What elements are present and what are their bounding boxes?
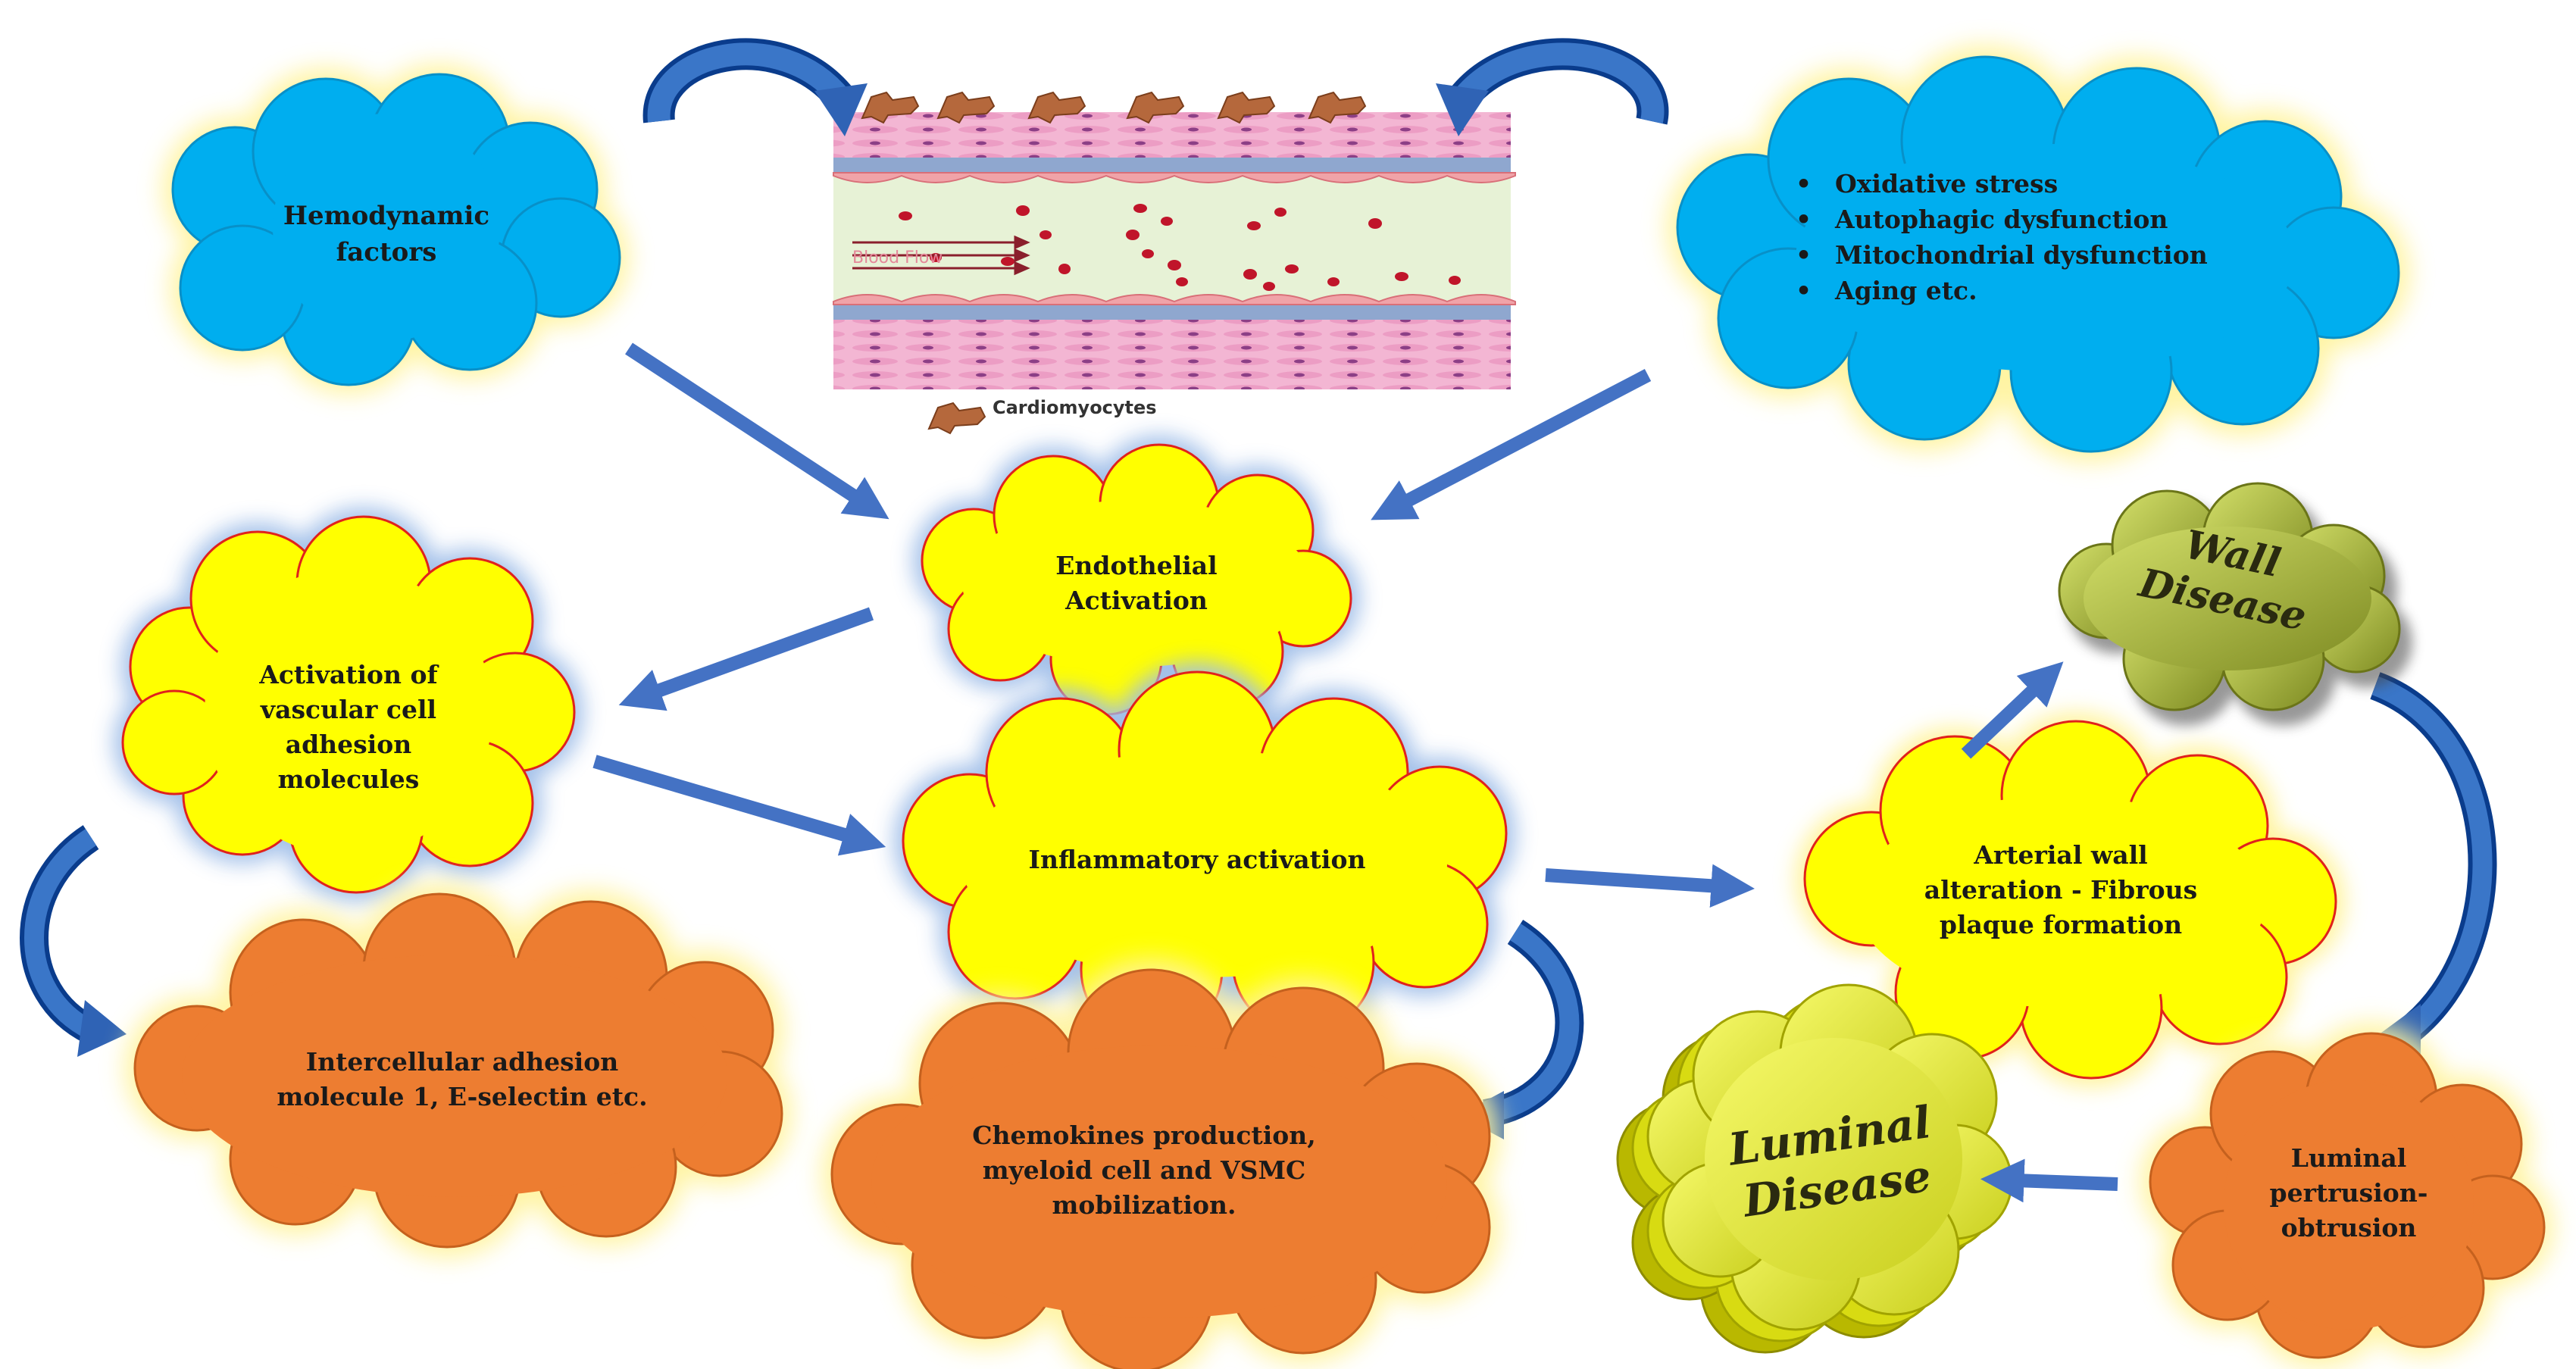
arrow-protrusion-to-luminal-disease — [1980, 1158, 2118, 1203]
hemodynamic-line-1: Hemodynamic — [283, 201, 490, 232]
cloud-inflammatory — [894, 663, 1515, 1049]
vcam-line-2: vascular cell — [260, 694, 437, 724]
cloud-vcam — [114, 508, 583, 902]
curved-arrows-top — [642, 38, 1669, 136]
cloud-arterial-wall — [1796, 712, 2345, 1087]
cloud-wall-disease — [2058, 482, 2412, 726]
vcam-line-1: Activation of — [259, 659, 438, 689]
node-hemodynamic: Hemodynamic factors — [250, 193, 523, 277]
blood-flow-label: Blood Flow — [852, 248, 943, 267]
hemodynamic-line-2: factors — [336, 237, 437, 267]
node-endothelial: Endothelial Activation — [970, 542, 1303, 625]
cardiomyocytes-row — [861, 91, 1367, 435]
red-blood-cells — [899, 204, 1461, 291]
cloud-chemokines — [822, 958, 1500, 1369]
flow-arrows — [592, 342, 2118, 1203]
vcam-line-3: adhesion — [285, 730, 412, 759]
endothelial-line-2: Activation — [1065, 586, 1208, 615]
protrusion-line-2: pertrusion- — [2269, 1177, 2428, 1208]
arrow-stressors-to-endothelial — [1371, 369, 1652, 520]
curved-arrows-side — [20, 672, 2497, 1139]
arrow-hemodynamic-to-endothelial — [625, 342, 889, 520]
node-inflammatory: Inflammatory activation — [970, 833, 1424, 886]
node-icam: Intercellular adhesion molecule 1, E-sel… — [220, 1038, 705, 1121]
arrow-inflammatory-to-arterial-wall — [1545, 864, 1755, 908]
arrow-vcam-to-inflammatory — [592, 755, 886, 856]
protrusion-line-3: obtrusion — [2281, 1213, 2417, 1243]
stressor-item: Aging etc. — [1796, 273, 2265, 309]
chemokines-line-1: Chemokines production, — [972, 1120, 1316, 1150]
vcam-line-4: molecules — [277, 764, 420, 795]
cloud-hemodynamic — [163, 64, 629, 394]
blood-flow-arrows — [852, 235, 1030, 276]
stressor-item: Mitochondrial dysfunction — [1796, 238, 2265, 273]
node-vcam: Activation of vascular cell adhesion mol… — [205, 652, 492, 803]
cloud-luminal-protrusion — [2140, 1023, 2553, 1367]
inflammatory-line-1: Inflammatory activation — [1028, 844, 1366, 874]
arterial-line-2: alteration - Fibrous — [1924, 874, 2198, 905]
node-chemokines: Chemokines production, myeloid cell and … — [917, 1114, 1371, 1227]
protrusion-line-1: Luminal — [2290, 1142, 2407, 1173]
icam-line-2: molecule 1, E-selectin etc. — [277, 1082, 648, 1111]
cardiomyocytes-label: Cardiomyocytes — [993, 397, 1157, 418]
blood-vessel-illustration — [833, 91, 1516, 435]
endothelial-line-1: Endothelial — [1055, 550, 1218, 580]
arterial-line-1: Arterial wall — [1974, 839, 2148, 870]
cloud-icam — [125, 883, 792, 1258]
cloud-luminal-disease — [1616, 983, 2013, 1354]
icam-line-1: Intercellular adhesion — [305, 1046, 619, 1077]
arterial-line-3: plaque formation — [1939, 910, 2183, 940]
stressor-item: Oxidative stress — [1796, 167, 2265, 202]
node-arterial-wall: Arterial wall alteration - Fibrous plaqu… — [1887, 833, 2235, 947]
node-stressors: Oxidative stress Autophagic dysfunction … — [1796, 167, 2265, 308]
arrow-endothelial-to-vcam — [618, 607, 874, 711]
chemokines-line-2: myeloid cell and VSMC — [982, 1155, 1306, 1185]
chemokines-line-3: mobilization. — [1052, 1190, 1236, 1221]
stressor-item: Autophagic dysfunction — [1796, 202, 2265, 238]
node-luminal-protrusion: Luminal pertrusion- obtrusion — [2235, 1136, 2462, 1250]
arrow-arterial-to-wall-disease — [1961, 661, 2064, 759]
